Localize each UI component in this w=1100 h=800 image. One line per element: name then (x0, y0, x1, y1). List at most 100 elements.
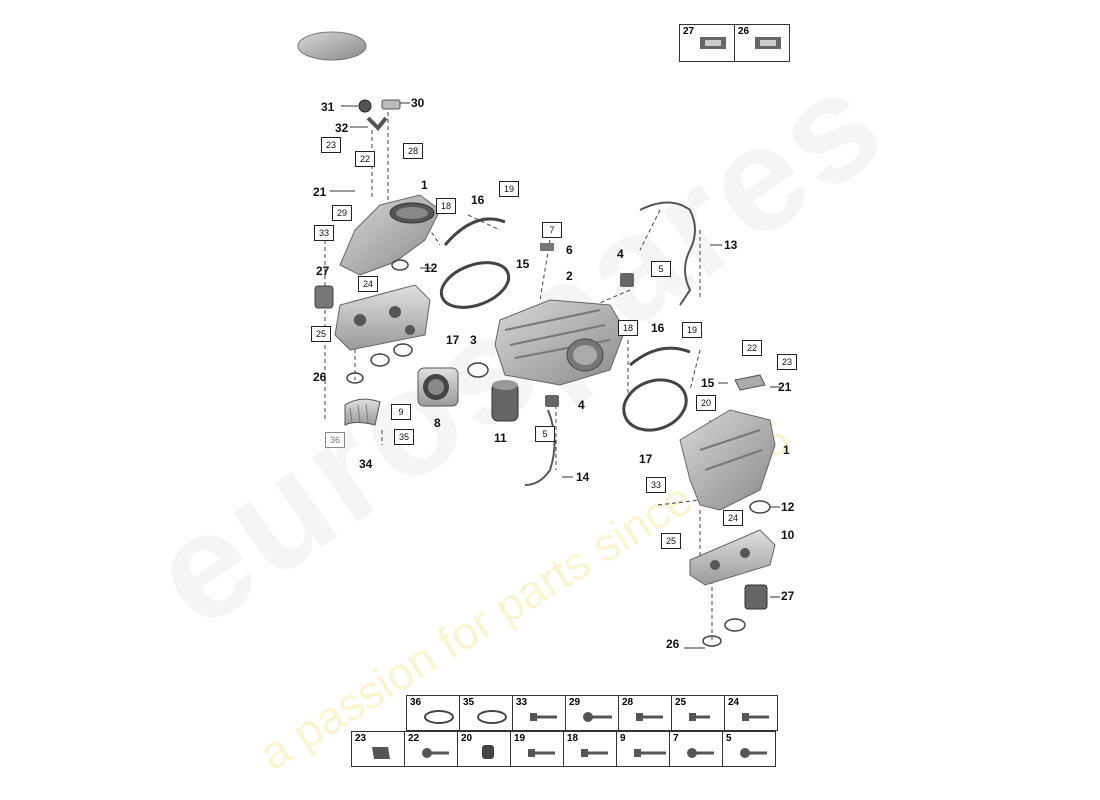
legend-cell-5: 5 (722, 731, 776, 767)
torx-screw-icon (687, 748, 714, 758)
legend-number: 20 (461, 733, 473, 744)
callout-1b: 1 (783, 443, 790, 457)
bolt-icon (581, 749, 608, 757)
callout-32: 32 (335, 121, 349, 135)
legend-number: 7 (673, 733, 679, 744)
top-set-legend: 27 26 (679, 24, 790, 62)
engine-cover-part (297, 31, 367, 61)
legend-number: 29 (569, 697, 581, 708)
callout-30: 30 (411, 96, 425, 110)
callout-12: 12 (424, 261, 438, 275)
legend-cell-35: 35 (459, 695, 513, 731)
legend-number: 33 (516, 697, 528, 708)
box-callout-33b: 33 (646, 477, 666, 493)
callout-11: 11 (494, 431, 507, 445)
right-flange-plate-part (689, 529, 776, 610)
box-callout-7: 7 (542, 222, 562, 238)
legend-number: 18 (567, 733, 579, 744)
torx-screw-icon (740, 748, 767, 758)
legend-cell-18: 18 (563, 731, 617, 767)
air-filter-part (491, 380, 519, 422)
sensors-part (540, 243, 634, 407)
legend-cell-7: 7 (669, 731, 723, 767)
callout-34: 34 (359, 457, 373, 471)
bracket-part (734, 374, 766, 391)
legend-number: 26 (738, 26, 750, 37)
callout-16: 16 (471, 193, 485, 207)
callout-8: 8 (434, 416, 441, 430)
box-callout-25b: 25 (661, 533, 681, 549)
callout-26: 26 (313, 370, 327, 384)
box-callout-22b: 22 (742, 340, 762, 356)
stud-bolt-icon (583, 712, 612, 722)
left-flange-plate-part (314, 284, 431, 351)
legend-number: 9 (620, 733, 626, 744)
legend-number: 36 (410, 697, 422, 708)
callout-21: 21 (313, 185, 327, 199)
callout-4: 4 (617, 247, 624, 261)
callout-21b: 21 (778, 380, 792, 394)
box-callout-24: 24 (358, 276, 378, 292)
set-icon (700, 37, 726, 49)
hose-clamps-part (439, 217, 691, 432)
screw-icon (422, 748, 449, 758)
box-callout-36: 36 (325, 432, 345, 448)
intake-plenum-part (494, 299, 626, 386)
callout-27: 27 (316, 264, 330, 278)
box-callout-23: 23 (321, 137, 341, 153)
callout-14: 14 (576, 470, 590, 484)
legend-cell-27: 27 (679, 24, 735, 62)
bolt-icon (742, 713, 769, 721)
short-bolt-icon (689, 713, 710, 721)
set-icon (755, 37, 781, 49)
legend-cell-36: 36 (406, 695, 460, 731)
legend-cell-20: 20 (457, 731, 511, 767)
box-callout-33: 33 (314, 225, 334, 241)
plug-icon (482, 745, 494, 759)
right-intake-manifold-part (679, 409, 776, 511)
bolt-icon (528, 749, 555, 757)
callout-4b: 4 (578, 398, 585, 412)
legend-cell-25: 25 (671, 695, 725, 731)
legend-cell-19: 19 (510, 731, 564, 767)
legend-number: 22 (408, 733, 420, 744)
legend-cell-22: 22 (404, 731, 458, 767)
gaskets-part (346, 259, 771, 647)
box-callout-35: 35 (394, 429, 414, 445)
hose-clamp-icon (477, 710, 507, 724)
legend-cell-23: 23 (351, 731, 405, 767)
bolt-icon (530, 713, 557, 721)
box-callout-19: 19 (499, 181, 519, 197)
legend-cell-33: 33 (512, 695, 566, 731)
box-callout-23b: 23 (777, 354, 797, 370)
hose-clamp-icon (424, 710, 454, 724)
callout-15b: 15 (701, 376, 715, 390)
long-bolt-icon (634, 749, 666, 757)
callout-10: 10 (781, 528, 795, 542)
legend-cell-24: 24 (724, 695, 778, 731)
callout-31: 31 (321, 100, 335, 114)
callout-1: 1 (421, 178, 428, 192)
legend-number: 28 (622, 697, 634, 708)
legend-number: 25 (675, 697, 687, 708)
callout-17: 17 (446, 333, 460, 347)
callout-lines (330, 102, 780, 649)
box-callout-29: 29 (332, 205, 352, 221)
callout-2: 2 (566, 269, 573, 283)
box-callout-24b: 24 (723, 510, 743, 526)
box-callout-25: 25 (311, 326, 331, 342)
box-callout-5: 5 (651, 261, 671, 277)
small-fittings-part (358, 99, 401, 131)
callout-15: 15 (516, 257, 530, 271)
box-callout-5b: 5 (535, 426, 555, 442)
throttle-body-part (417, 367, 459, 407)
box-callout-28: 28 (403, 143, 423, 159)
leader-lines (324, 112, 713, 640)
legend-cell-29: 29 (565, 695, 619, 731)
legend-cell-28: 28 (618, 695, 672, 731)
intake-hose-part (344, 398, 381, 426)
